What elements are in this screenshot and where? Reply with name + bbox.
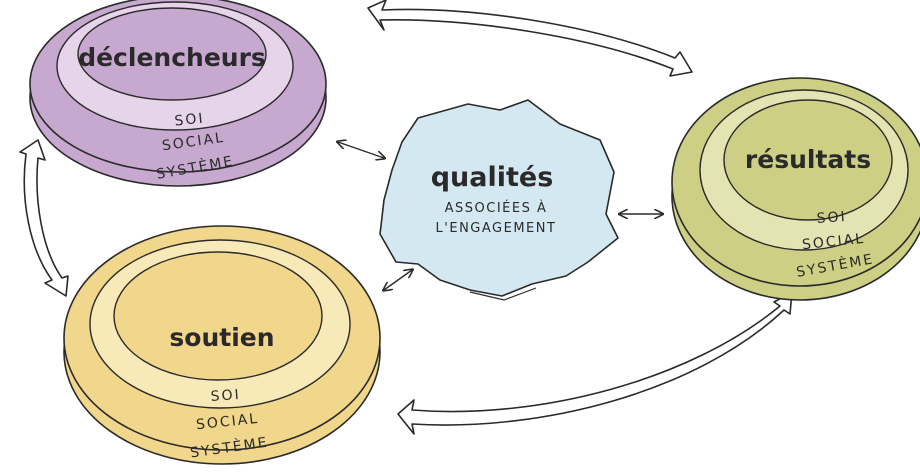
small-arrow-declencheurs-qualites: [338, 142, 384, 158]
qualites-subtitle-line2: L'ENGAGEMENT: [436, 221, 557, 236]
arrow-declencheurs-resultats: [367, 0, 693, 77]
arrow-soutien-resultats: [397, 291, 793, 435]
declencheurs-label: déclencheurs: [78, 43, 266, 72]
soutien-social-label: SOCIAL: [195, 411, 260, 434]
disk-declencheurs: déclencheurs SOI SOCIAL SYSTÈME: [29, 0, 327, 187]
soutien-label: soutien: [169, 323, 274, 352]
qualites-subtitle-line1: ASSOCIÉES À: [445, 200, 548, 216]
soutien-soi-label: SOI: [210, 387, 241, 405]
small-arrow-soutien-qualites: [384, 270, 412, 290]
disk-soutien: soutien SOI SOCIAL SYSTÈME: [63, 225, 381, 465]
arrow-declencheurs-soutien: [19, 139, 69, 297]
qualites-title: qualités: [431, 162, 554, 193]
qualites-blob: qualités ASSOCIÉES À L'ENGAGEMENT: [379, 99, 619, 301]
declencheurs-soi-label: SOI: [174, 110, 206, 129]
resultats-label: résultats: [745, 145, 871, 174]
disk-resultats: résultats SOI SOCIAL SYSTÈME: [671, 77, 920, 301]
resultats-soi-label: SOI: [816, 209, 847, 227]
resultats-social-label: SOCIAL: [801, 231, 866, 254]
